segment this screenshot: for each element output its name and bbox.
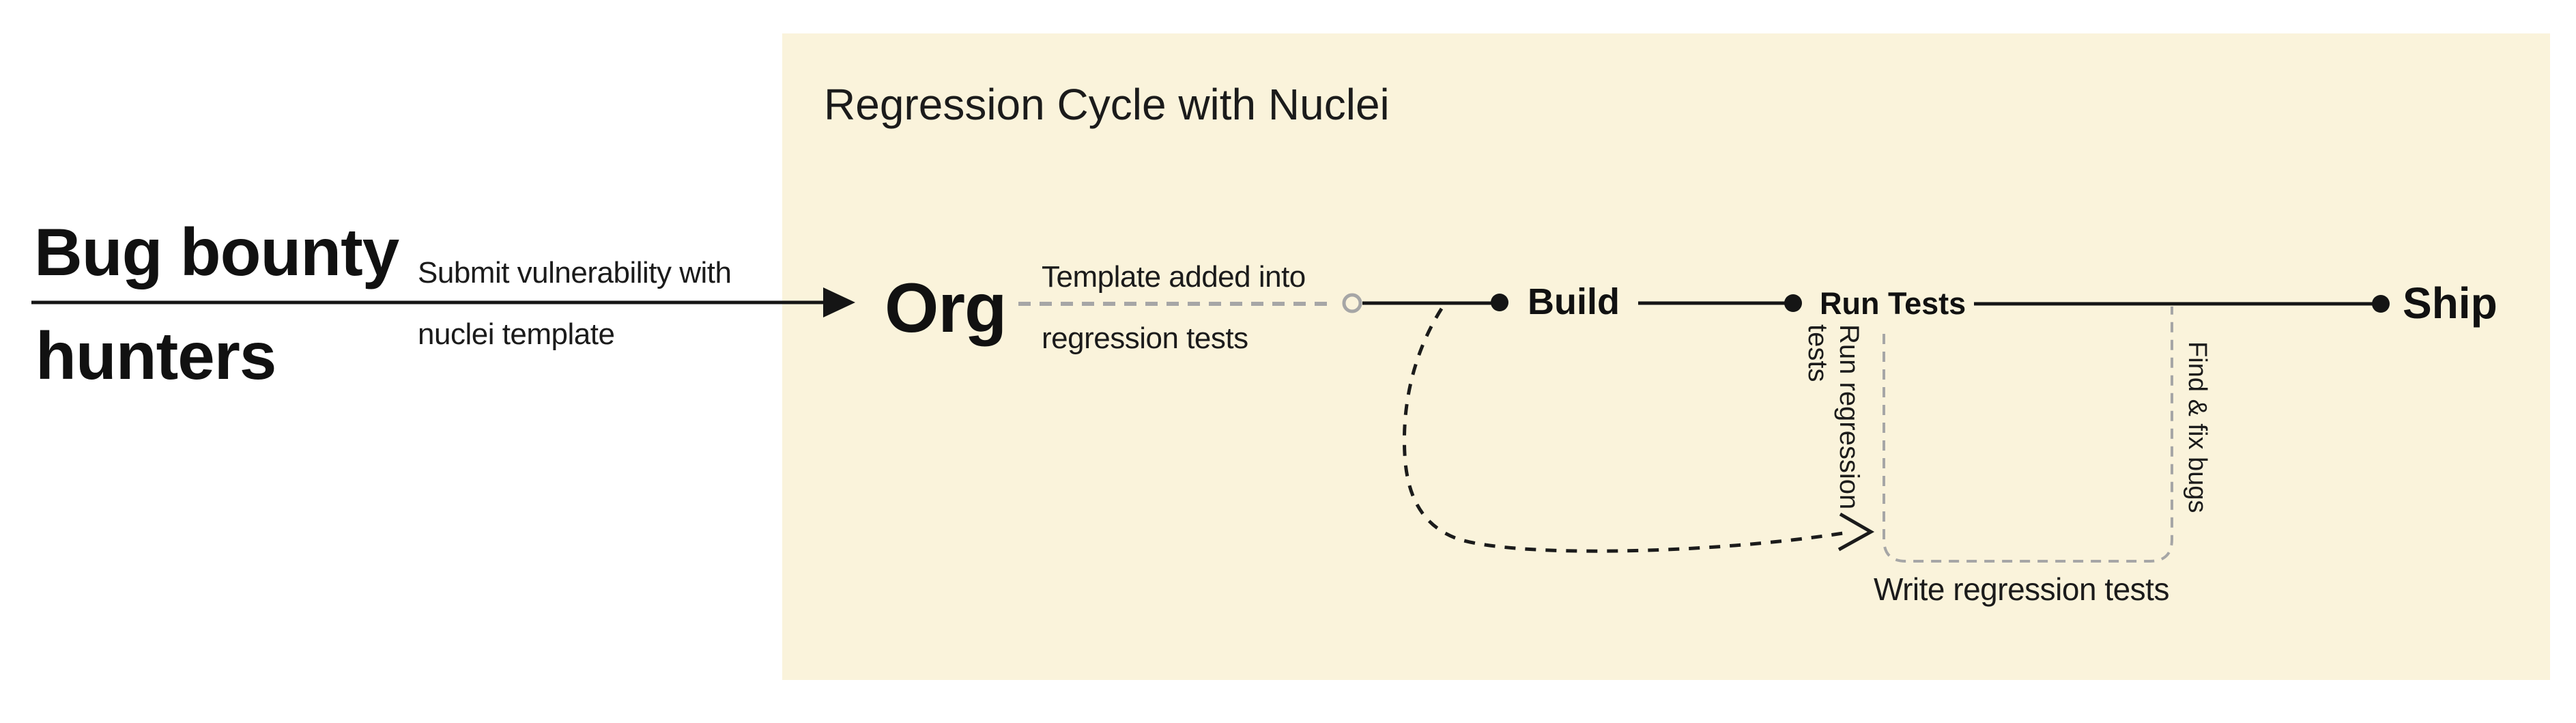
node-run-tests: Run Tests bbox=[1820, 286, 1966, 321]
run-regression-tests-vertical-label: Run regression tests bbox=[1803, 324, 1864, 510]
node-org: Org bbox=[885, 269, 1007, 347]
org-edge-label-line1: Template added into bbox=[1042, 260, 1306, 294]
submit-arrow-label-line2: nuclei template bbox=[418, 317, 615, 351]
actor-name-line2: hunters bbox=[35, 318, 276, 393]
submit-arrow-head bbox=[823, 287, 855, 317]
merge-open-circle bbox=[1342, 293, 1362, 313]
regression-loop-bracket bbox=[1883, 307, 2173, 563]
regression-cycle-panel bbox=[782, 33, 2550, 680]
org-edge-label-line2: regression tests bbox=[1042, 322, 1248, 355]
node-build: Build bbox=[1528, 281, 1620, 322]
node-ship: Ship bbox=[2403, 279, 2498, 328]
build-dot bbox=[1491, 294, 1508, 311]
feedback-arrow-head bbox=[1837, 512, 1875, 552]
run-tests-dot bbox=[1784, 294, 1802, 312]
submit-arrow-label-line1: Submit vulnerability with bbox=[418, 256, 732, 289]
find-fix-bugs-vertical-label: Find & fix bugs bbox=[2183, 341, 2212, 513]
actor-name-line1: Bug bounty bbox=[34, 214, 399, 289]
panel-title: Regression Cycle with Nuclei bbox=[824, 80, 1390, 129]
write-regression-tests-label: Write regression tests bbox=[1874, 571, 2169, 607]
ship-dot bbox=[2372, 295, 2390, 313]
feedback-dashed-curve bbox=[1403, 307, 1844, 553]
